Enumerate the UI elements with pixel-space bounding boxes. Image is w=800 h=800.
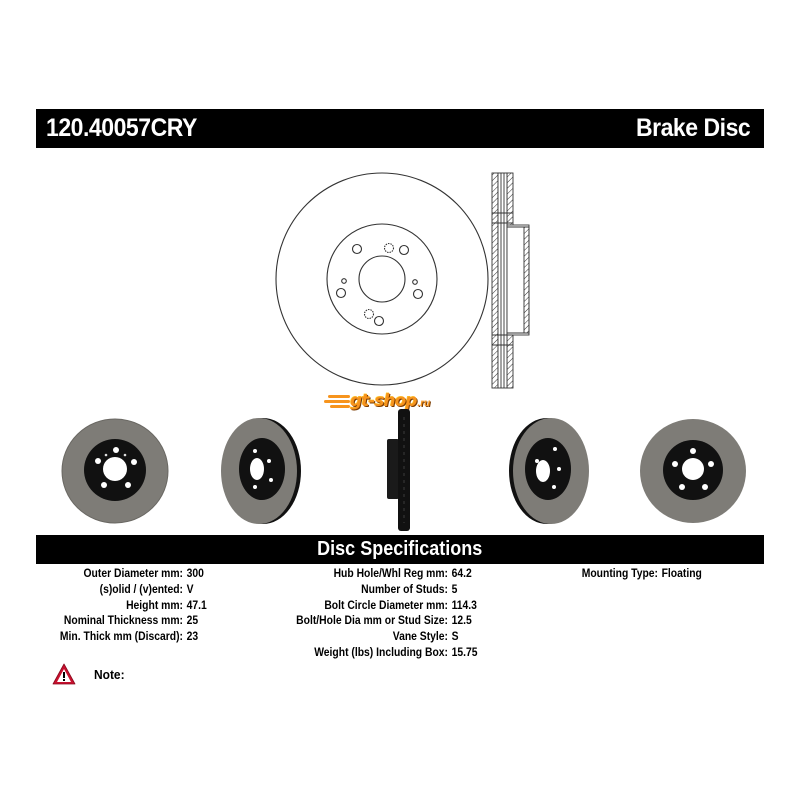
spec-column-2: Hub Hole/Whl Reg mm:64.2 Number of Studs… [250,567,481,662]
screw-hole [341,278,347,284]
note-label: Note: [94,666,125,682]
spec-row-bolt-hole-dia: Bolt/Hole Dia mm or Stud Size:12.5 [296,615,472,628]
center-bore [358,255,406,303]
spec-column-3: Mounting Type:Floating [560,567,707,583]
threaded-hole [383,242,395,254]
rotor-front-line-drawing-icon [275,172,489,386]
specifications-header: Disc Specifications [36,535,764,564]
technical-drawing [275,172,530,389]
rotor-photo-back-icon[interactable] [638,417,748,525]
watermark-tld: .ru [417,397,431,409]
spec-row-min-thickness: Min. Thick mm (Discard):23 [59,631,199,644]
spec-row-vane-style: Vane Style:S [392,631,459,644]
spec-row-hub-hole: Hub Hole/Whl Reg mm:64.2 [333,568,472,580]
spec-row-number-of-studs: Number of Studs:5 [361,583,458,596]
watermark-logo: gt-shop .ru [322,390,482,412]
speed-stripes-icon [322,394,350,408]
rotor-photo-angled-icon[interactable] [217,417,302,525]
bolt-hole [335,287,347,299]
spec-row-solid-vented: (s)olid / (v)ented:V [99,583,194,596]
bolt-hole [398,244,410,256]
rotor-photo-side-icon[interactable] [384,409,414,531]
part-number: 120.40057CRY [46,114,197,142]
bolt-hole [351,243,363,255]
product-type: Brake Disc [635,114,751,142]
specifications-title: Disc Specifications [317,538,483,560]
bolt-hole [373,315,385,327]
title-bar: 120.40057CRY Brake Disc [36,109,764,148]
hat-edge [326,223,438,335]
spec-column-1: Outer Diameter mm:300 (s)olid / (v)ented… [20,567,209,646]
spec-row-height: Height mm:47.1 [126,599,207,612]
warning-triangle-icon [52,663,76,685]
bolt-hole [412,288,424,300]
spec-row-weight: Weight (lbs) Including Box:15.75 [314,646,478,659]
threaded-hole [363,308,375,320]
spec-row-nominal-thickness: Nominal Thickness mm:25 [63,615,199,628]
rotor-photo-angled-back-icon[interactable] [508,417,593,525]
outer-edge [275,172,489,386]
rotor-cross-section-drawing-icon [491,172,530,389]
spec-row-mounting-type: Mounting Type:Floating [581,568,702,580]
note-section: Note: [52,663,127,685]
photo-gallery [0,405,800,531]
screw-hole [412,279,418,285]
spec-row-bolt-circle: Bolt Circle Diameter mm:114.3 [324,599,477,612]
rotor-photo-front-icon[interactable] [60,417,170,525]
watermark-text: gt-shop [350,391,417,411]
spec-row-outer-diameter: Outer Diameter mm:300 [83,568,204,580]
